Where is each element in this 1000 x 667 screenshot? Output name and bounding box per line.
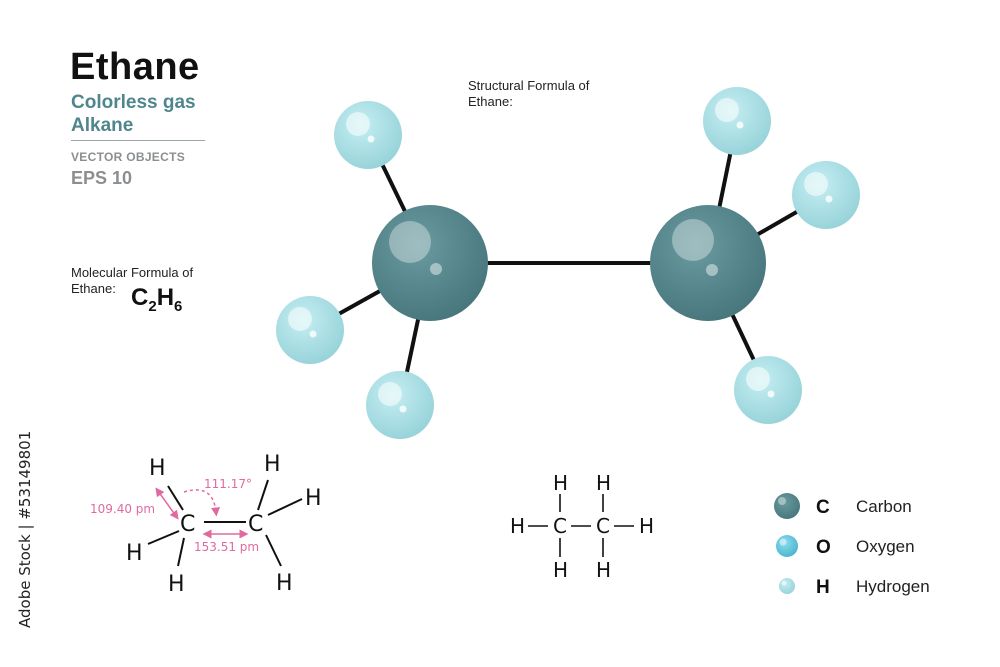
geometry-atom-c: C [248, 512, 263, 537]
bond-angle-label: 111.17° [204, 477, 252, 491]
struct-atom-h: H [553, 471, 568, 495]
structural-caption-line2: Ethane: [468, 94, 513, 109]
formula-element-hydrogen: H [156, 284, 175, 311]
bond-geometry-diagram: H H H C C H H H 111.17° 109.40 pm 153.51… [90, 452, 322, 597]
atom-legend: C Carbon O Oxygen H Hydrogen [774, 493, 930, 598]
geometry-atoms: H H H C C H H H [126, 452, 322, 597]
geometry-atom-h: H [264, 452, 281, 477]
formula-count-carbon: 2 [148, 297, 157, 315]
molecular-formula: C2H6 [131, 284, 182, 315]
geometry-bond [177, 537, 185, 567]
geometry-bond [257, 479, 269, 511]
bond-length-cc-label: 153.51 pm [194, 540, 259, 554]
geometry-atom-h: H [305, 486, 322, 511]
struct-atom-h: H [596, 471, 611, 495]
geometry-atom-h: H [126, 541, 143, 566]
compound-class: Alkane [71, 115, 134, 136]
compound-state: Colorless gas [71, 92, 196, 113]
molecular-formula-caption-line2: Ethane: [71, 281, 116, 296]
struct-atom-c: C [553, 514, 567, 538]
legend-name: Hydrogen [856, 577, 930, 596]
legend-symbol: C [816, 497, 830, 518]
legend-item-carbon: C Carbon [774, 493, 912, 519]
geometry-atom-h: H [276, 571, 293, 596]
geometry-atom-h: H [149, 456, 166, 481]
struct-atom-c: C [596, 514, 610, 538]
hydrogen-atom [276, 296, 344, 364]
carbon-atom [372, 205, 488, 321]
geometry-bond [265, 534, 282, 567]
ball-and-stick-model [276, 87, 860, 439]
structural-formula: H H H C C H H H [510, 471, 654, 582]
eps-label: EPS 10 [71, 168, 133, 188]
formula-count-hydrogen: 6 [174, 297, 183, 315]
geometry-bond [167, 485, 184, 511]
hydrogen-atom [334, 101, 402, 169]
struct-bonds [528, 494, 634, 557]
bond-length-ch-label: 109.40 pm [90, 502, 155, 516]
measure-arrow-ch [155, 487, 179, 520]
formula-element-carbon: C [131, 284, 149, 311]
measure-arc-angle [183, 489, 221, 517]
structural-formula-caption: Structural Formula of Ethane: [468, 78, 589, 110]
geometry-measurements [155, 487, 249, 539]
legend-name: Carbon [856, 497, 912, 516]
hydrogen-atom [792, 161, 860, 229]
geometry-atom-c: C [180, 512, 195, 537]
hydrogen-swatch [779, 578, 795, 594]
carbon-swatch [774, 493, 800, 519]
hydrogen-atom [734, 356, 802, 424]
header-divider [71, 140, 205, 141]
compound-title: Ethane [70, 46, 200, 88]
struct-atom-h: H [510, 514, 525, 538]
legend-item-oxygen: O Oxygen [776, 535, 915, 558]
legend-symbol: H [816, 577, 830, 598]
carbon-atom [650, 205, 766, 321]
hydrogen-atom [366, 371, 434, 439]
struct-atom-h: H [596, 558, 611, 582]
geometry-labels: 111.17° 109.40 pm 153.51 pm [90, 477, 259, 554]
molecular-formula-caption-line1: Molecular Formula of [71, 265, 194, 280]
struct-atom-h: H [553, 558, 568, 582]
geometry-bond [147, 530, 180, 545]
hydrogen-atom [703, 87, 771, 155]
molecular-formula-caption: Molecular Formula of Ethane: [71, 265, 193, 297]
structural-caption-line1: Structural Formula of [468, 78, 590, 93]
stock-id-text: Adobe Stock | #531498012 [16, 430, 34, 628]
legend-symbol: O [816, 537, 831, 558]
legend-item-hydrogen: H Hydrogen [779, 577, 930, 598]
vector-objects-label: VECTOR OBJECTS [71, 150, 185, 164]
geometry-atom-h: H [168, 572, 185, 597]
struct-atom-h: H [639, 514, 654, 538]
geometry-bond [267, 498, 303, 516]
legend-name: Oxygen [856, 537, 915, 556]
oxygen-swatch [776, 535, 798, 557]
stock-id-watermark: Adobe Stock | #531498012 [16, 430, 34, 628]
